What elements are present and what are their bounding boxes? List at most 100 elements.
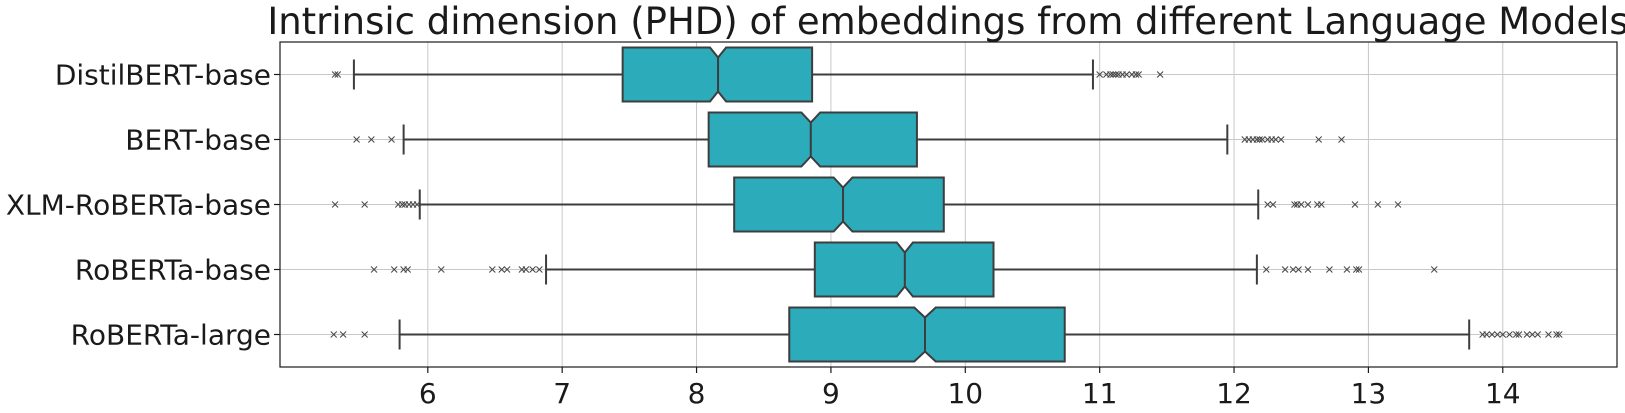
outlier-stroke bbox=[331, 71, 339, 78]
outlier-stroke bbox=[330, 331, 338, 338]
outlier-point bbox=[522, 266, 530, 273]
y-tick-label: XLM-RoBERTa-base bbox=[6, 189, 271, 222]
outlier-stroke bbox=[1112, 71, 1120, 78]
outlier-point bbox=[1515, 331, 1523, 338]
outlier-stroke bbox=[1135, 71, 1142, 78]
outlier-point bbox=[1253, 136, 1261, 143]
outlier-stroke bbox=[1295, 266, 1302, 273]
outlier-stroke bbox=[361, 201, 369, 208]
outlier-point bbox=[1256, 136, 1263, 143]
outlier-point bbox=[353, 136, 360, 143]
x-tick-label: 14 bbox=[1485, 377, 1521, 409]
outlier-point bbox=[330, 331, 338, 338]
box-distilbert-base bbox=[331, 46, 1164, 103]
outlier-stroke bbox=[1107, 71, 1114, 78]
outlier-stroke bbox=[1394, 201, 1402, 208]
outlier-stroke bbox=[498, 266, 506, 273]
x-tick-label: 11 bbox=[1082, 377, 1118, 409]
outlier-point bbox=[1494, 331, 1501, 338]
y-tick-label: DistilBERT-base bbox=[55, 59, 271, 92]
outlier-stroke bbox=[1534, 331, 1542, 338]
outlier-point bbox=[339, 331, 347, 338]
outlier-stroke bbox=[331, 201, 339, 208]
outlier-point bbox=[503, 266, 511, 273]
outlier-point bbox=[1534, 331, 1542, 338]
y-tick-label: RoBERTa-large bbox=[71, 319, 271, 352]
outlier-point bbox=[361, 201, 369, 208]
outlier-stroke bbox=[368, 136, 375, 143]
x-tick-label: 10 bbox=[947, 377, 983, 409]
outlier-stroke bbox=[1430, 266, 1438, 273]
outlier-point bbox=[1277, 136, 1285, 143]
outlier-stroke bbox=[334, 71, 342, 78]
outlier-point bbox=[1264, 201, 1271, 208]
outlier-point bbox=[1269, 201, 1277, 208]
box-roberta-large bbox=[330, 306, 1563, 363]
outlier-point bbox=[388, 136, 395, 143]
outlier-stroke bbox=[1528, 331, 1536, 338]
outlier-point bbox=[1318, 201, 1325, 208]
outlier-point bbox=[331, 71, 339, 78]
outlier-point bbox=[1315, 136, 1323, 143]
outlier-stroke bbox=[1281, 266, 1289, 273]
x-tick-label: 6 bbox=[419, 377, 437, 409]
outlier-stroke bbox=[1258, 136, 1266, 143]
outlier-point bbox=[1528, 331, 1536, 338]
outlier-stroke bbox=[1277, 136, 1285, 143]
outlier-stroke bbox=[522, 266, 530, 273]
outlier-point bbox=[437, 266, 445, 273]
outlier-point bbox=[1483, 331, 1491, 338]
outlier-stroke bbox=[1494, 331, 1501, 338]
box-roberta-base bbox=[370, 241, 1438, 298]
outlier-point bbox=[1374, 201, 1382, 208]
outlier-point bbox=[370, 266, 378, 273]
outlier-point bbox=[1338, 136, 1345, 143]
outlier-point bbox=[413, 201, 421, 208]
outlier-point bbox=[1281, 266, 1289, 273]
outlier-point bbox=[1553, 331, 1560, 338]
box-xlm-roberta-base bbox=[331, 176, 1402, 233]
outlier-point bbox=[1096, 71, 1104, 78]
outlier-point bbox=[1506, 331, 1513, 338]
x-tick-label: 7 bbox=[553, 377, 571, 409]
outlier-stroke bbox=[1304, 266, 1312, 273]
outlier-point bbox=[1512, 331, 1520, 338]
outlier-stroke bbox=[1256, 136, 1263, 143]
outlier-stroke bbox=[353, 136, 360, 143]
outlier-stroke bbox=[437, 266, 445, 273]
outlier-point bbox=[1555, 331, 1563, 338]
outlier-point bbox=[1488, 331, 1496, 338]
outlier-stroke bbox=[1483, 331, 1491, 338]
outlier-stroke bbox=[339, 331, 347, 338]
outlier-stroke bbox=[398, 201, 406, 208]
outlier-stroke bbox=[1355, 266, 1363, 273]
outlier-stroke bbox=[1555, 331, 1563, 338]
outlier-point bbox=[1297, 201, 1305, 208]
box-body bbox=[788, 306, 1066, 363]
outlier-stroke bbox=[390, 266, 398, 273]
outlier-stroke bbox=[1096, 71, 1104, 78]
outlier-stroke bbox=[1304, 201, 1312, 208]
outlier-stroke bbox=[1291, 201, 1298, 208]
outlier-stroke bbox=[1123, 71, 1130, 78]
outlier-stroke bbox=[1499, 331, 1507, 338]
outlier-point bbox=[1304, 266, 1312, 273]
outlier-stroke bbox=[488, 266, 496, 273]
x-tick-label: 13 bbox=[1351, 377, 1387, 409]
outlier-point bbox=[1123, 71, 1130, 78]
outlier-point bbox=[1132, 71, 1140, 78]
outlier-stroke bbox=[1318, 201, 1325, 208]
box-body bbox=[707, 111, 918, 168]
outlier-point bbox=[1135, 71, 1142, 78]
outlier-point bbox=[1258, 136, 1266, 143]
outlier-point bbox=[1289, 266, 1297, 273]
outlier-point bbox=[488, 266, 496, 273]
outlier-stroke bbox=[1272, 136, 1280, 143]
outlier-stroke bbox=[1553, 331, 1560, 338]
outlier-point bbox=[1107, 71, 1114, 78]
outlier-stroke bbox=[503, 266, 511, 273]
boxes bbox=[330, 46, 1563, 363]
outlier-point bbox=[331, 201, 339, 208]
